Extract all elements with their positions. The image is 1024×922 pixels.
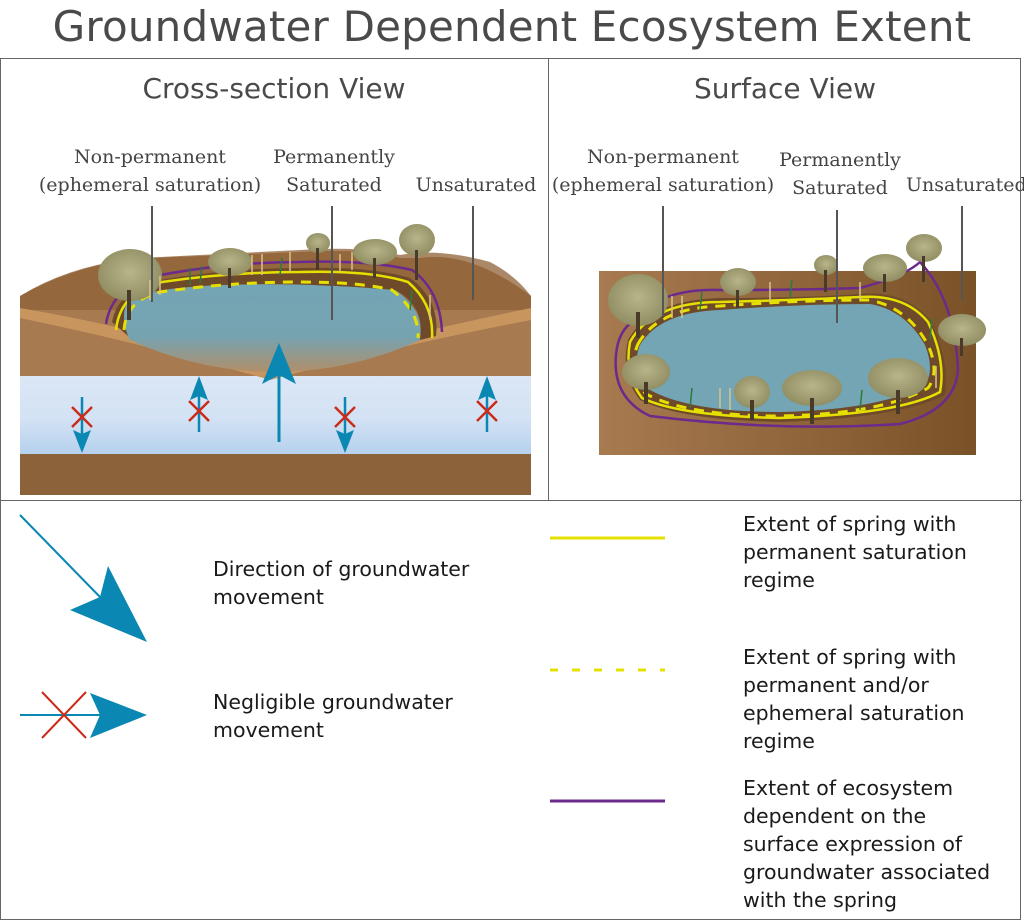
legend-line: Negligible groundwater: [213, 690, 453, 714]
legend-line: groundwater associated: [743, 860, 991, 884]
tree-icons: [608, 234, 986, 424]
negligible-arrow-icon: [20, 691, 147, 739]
surface-view-illustration: [599, 206, 986, 455]
cross-section-heading: Cross-section View: [142, 72, 406, 105]
cross-section-label-permanently-saturated: Permanently Saturated: [264, 143, 404, 199]
legend-purple-text: Extent of ecosystem dependent on the sur…: [743, 774, 990, 914]
legend-line: regime: [743, 729, 815, 753]
reed-icons: [149, 252, 431, 320]
label-line: (ephemeral saturation): [551, 174, 775, 196]
surface-label-unsaturated: Unsaturated: [906, 174, 1024, 196]
legend-dashed-yellow-text: Extent of spring with permanent and/or e…: [743, 643, 965, 755]
tree-icons: [98, 224, 435, 320]
aquifer-layer: [20, 376, 531, 454]
shrub-icons: [189, 257, 413, 311]
negligible-flow-up-icon: [188, 376, 210, 432]
direction-arrow-icon: [19, 514, 147, 642]
label-line: Permanently: [779, 149, 901, 171]
negligible-flow-down-icon: [334, 397, 356, 453]
horizontal-divider: [0, 500, 1022, 501]
groundwater-upflow-arrow-icon: [262, 343, 296, 442]
wetland-fringe: [112, 267, 437, 340]
legend-negligible-text: Negligible groundwater movement: [213, 688, 453, 744]
label-line: Saturated: [792, 177, 888, 199]
diagram-frame: [0, 58, 1021, 920]
label-line: Non-permanent: [587, 146, 739, 168]
reed-icons: [671, 282, 937, 410]
permanent-extent-line: [627, 295, 943, 420]
legend: [19, 514, 665, 803]
label-line: Non-permanent: [74, 146, 226, 168]
cross-section-label-unsaturated: Unsaturated: [415, 174, 537, 196]
legend-line: dependent on the: [743, 804, 927, 828]
legend-line: ephemeral saturation: [743, 701, 965, 725]
negligible-flow-down-icon: [71, 397, 93, 453]
legend-line: Extent of ecosystem: [743, 776, 954, 800]
label-line: (ephemeral saturation): [38, 174, 262, 196]
legend-line: Extent of spring with: [743, 512, 957, 536]
bedrock-layer: [20, 453, 531, 495]
negligible-flow-up-icon: [476, 376, 498, 432]
vertical-divider: [548, 58, 549, 501]
pond-water: [123, 284, 421, 372]
legend-line: permanent saturation: [743, 540, 967, 564]
pond-water: [636, 304, 930, 412]
surface-label-permanently-saturated: Permanently Saturated: [770, 146, 910, 202]
legend-line: Direction of groundwater: [213, 557, 470, 581]
legend-line: regime: [743, 568, 815, 592]
legend-solid-yellow-text: Extent of spring with permanent saturati…: [743, 510, 967, 594]
label-line: Saturated: [286, 174, 382, 196]
cross-section-illustration: [20, 206, 531, 495]
shrub-icons: [689, 279, 933, 411]
legend-line: movement: [213, 718, 324, 742]
gde-extent-line: [614, 260, 960, 428]
surface-label-non-permanent: Non-permanent (ephemeral saturation): [546, 143, 780, 199]
legend-line: with the spring: [743, 888, 897, 912]
cross-section-label-non-permanent: Non-permanent (ephemeral saturation): [30, 143, 270, 199]
legend-line: Extent of spring with: [743, 645, 957, 669]
legend-direction-text: Direction of groundwater movement: [213, 555, 469, 611]
legend-line: permanent and/or: [743, 673, 929, 697]
legend-line: surface expression of: [743, 832, 963, 856]
page-title: Groundwater Dependent Ecosystem Extent: [52, 2, 972, 51]
legend-line: movement: [213, 585, 324, 609]
surface-heading: Surface View: [693, 72, 876, 105]
label-line: Permanently: [273, 146, 395, 168]
